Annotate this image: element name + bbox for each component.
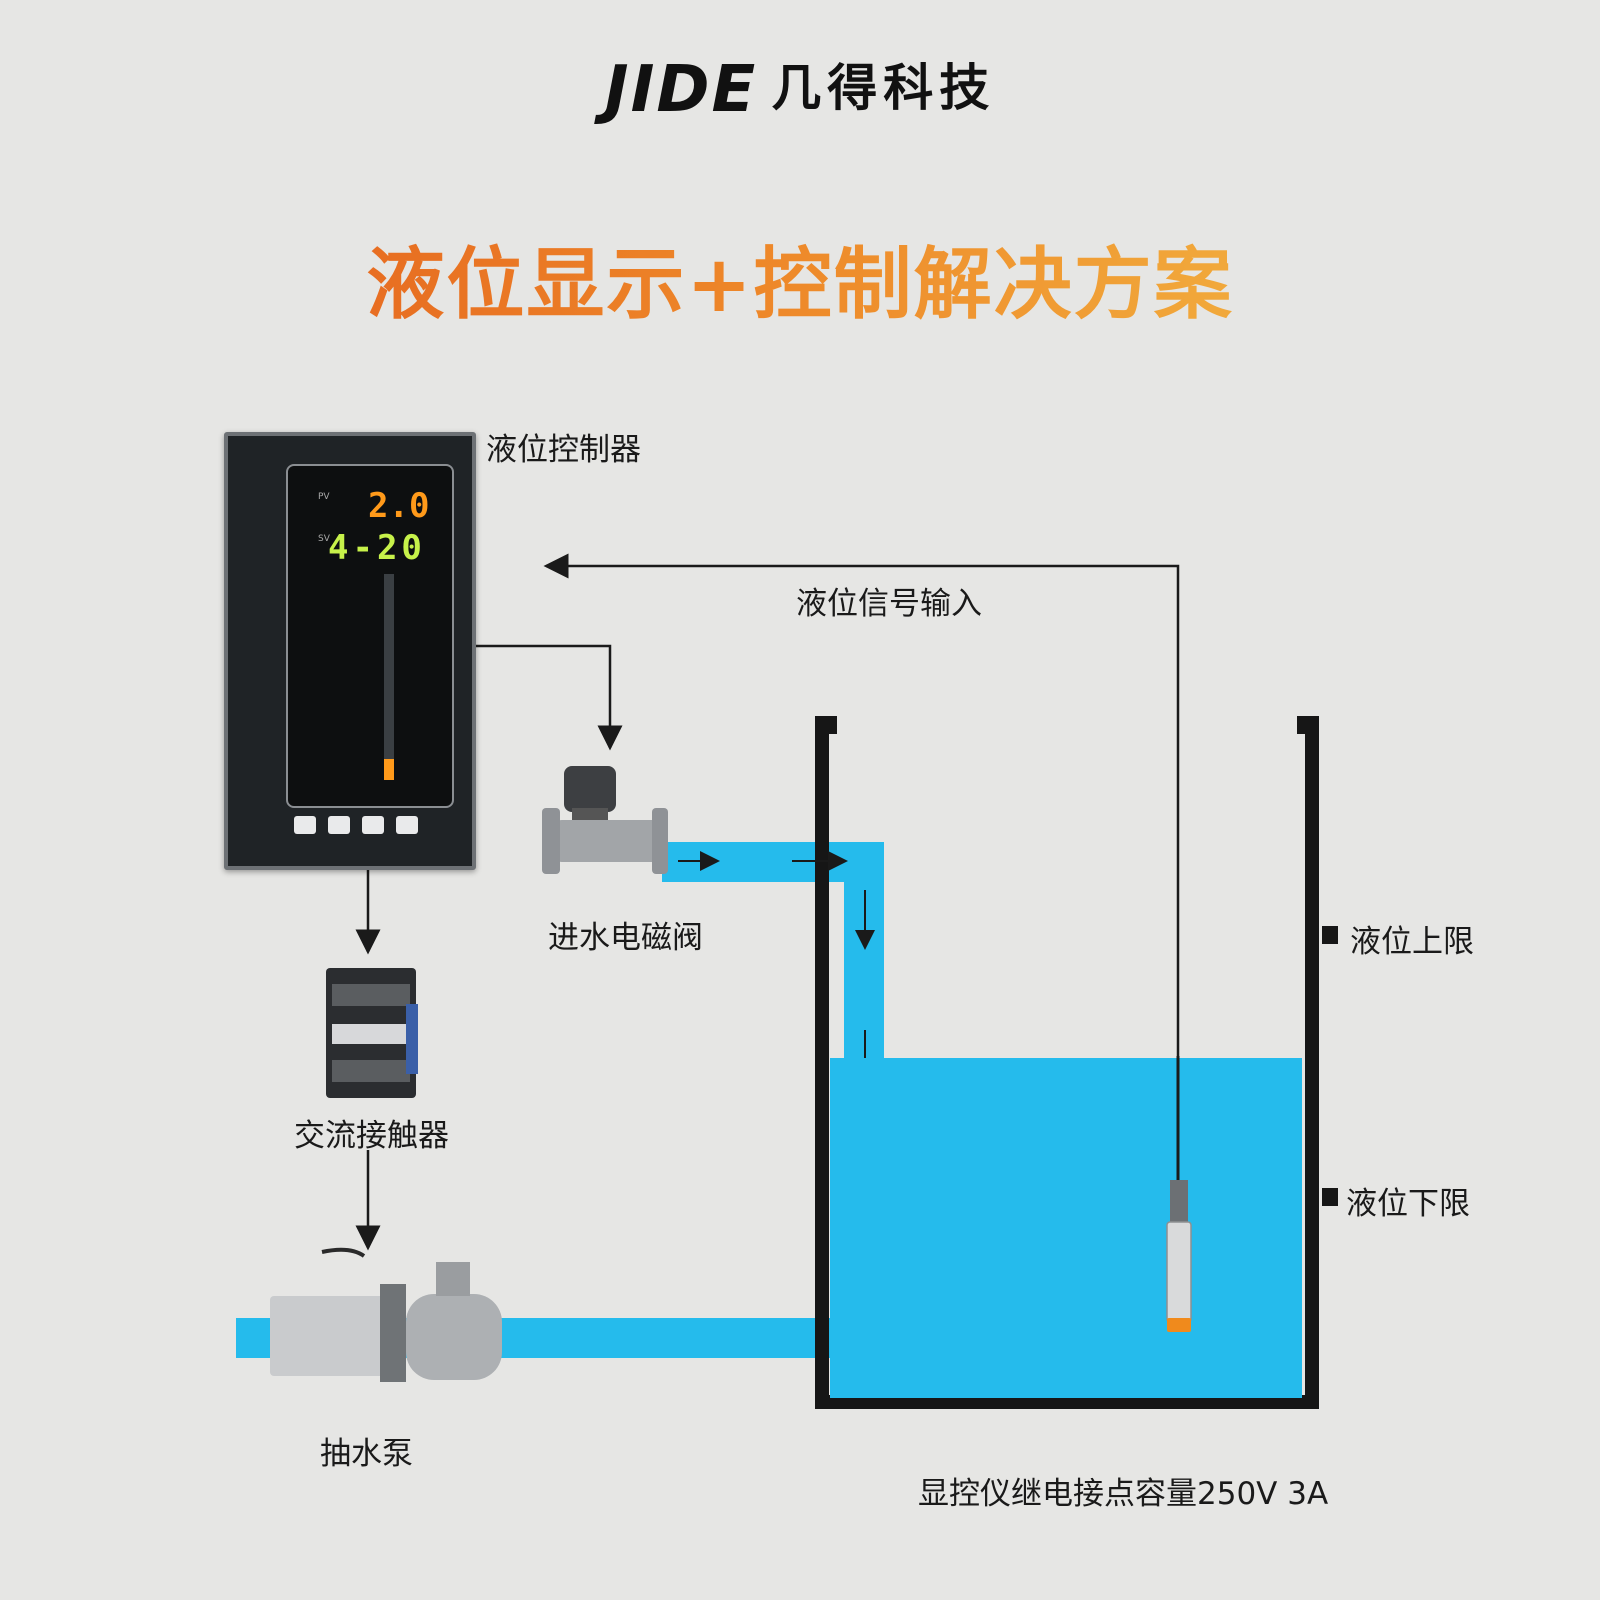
contactor-icon bbox=[326, 968, 418, 1098]
pv-value: 2.0 bbox=[368, 486, 430, 526]
inlet-valve-label: 进水电磁阀 bbox=[548, 920, 703, 956]
level-bar-fill bbox=[384, 759, 394, 780]
level-bar bbox=[384, 574, 394, 780]
valve-control-line bbox=[468, 644, 623, 751]
set-button[interactable] bbox=[294, 816, 316, 834]
sensor-probe-head bbox=[1170, 1180, 1188, 1224]
water-pump-icon bbox=[270, 1247, 502, 1382]
relay-capacity-note: 显控仪继电接点容量250V 3A bbox=[918, 1476, 1329, 1512]
brand-latin: JIDE bbox=[604, 53, 758, 127]
level-controller-device: PV 2.0 SV 4-20 bbox=[224, 432, 476, 870]
tank-lip-left bbox=[815, 716, 837, 734]
sv-label: SV bbox=[318, 534, 330, 544]
down-button[interactable] bbox=[362, 816, 384, 834]
pump-label: 抽水泵 bbox=[320, 1436, 413, 1472]
signal-input-label: 液位信号输入 bbox=[796, 586, 982, 622]
tank-wall-left bbox=[815, 718, 1319, 1409]
shift-button[interactable] bbox=[328, 816, 350, 834]
tank-water bbox=[830, 1058, 1302, 1398]
lower-limit-label: 液位下限 bbox=[1346, 1186, 1470, 1222]
solenoid-valve-icon bbox=[542, 766, 668, 874]
sensor-probe-tip bbox=[1167, 1318, 1191, 1332]
tank-lip-right bbox=[1297, 716, 1319, 734]
contactor-label: 交流接触器 bbox=[294, 1118, 449, 1154]
page-title: 液位显示+控制解决方案 bbox=[0, 222, 1600, 334]
sensor-probe-body bbox=[1166, 1221, 1192, 1323]
upper-limit-label: 液位上限 bbox=[1350, 924, 1474, 960]
signal-line bbox=[543, 553, 1180, 1190]
up-button[interactable] bbox=[396, 816, 418, 834]
sv-value: 4-20 bbox=[328, 528, 426, 568]
pv-label: PV bbox=[318, 492, 330, 502]
controller-label: 液位控制器 bbox=[486, 432, 641, 468]
controller-display: PV 2.0 SV 4-20 bbox=[286, 464, 454, 808]
controller-buttons bbox=[294, 816, 444, 842]
lower-limit-marker bbox=[1322, 1188, 1338, 1206]
inlet-pipe-vertical bbox=[844, 842, 884, 1062]
upper-limit-marker bbox=[1322, 926, 1338, 944]
brand-name: 几得科技 bbox=[771, 59, 996, 117]
